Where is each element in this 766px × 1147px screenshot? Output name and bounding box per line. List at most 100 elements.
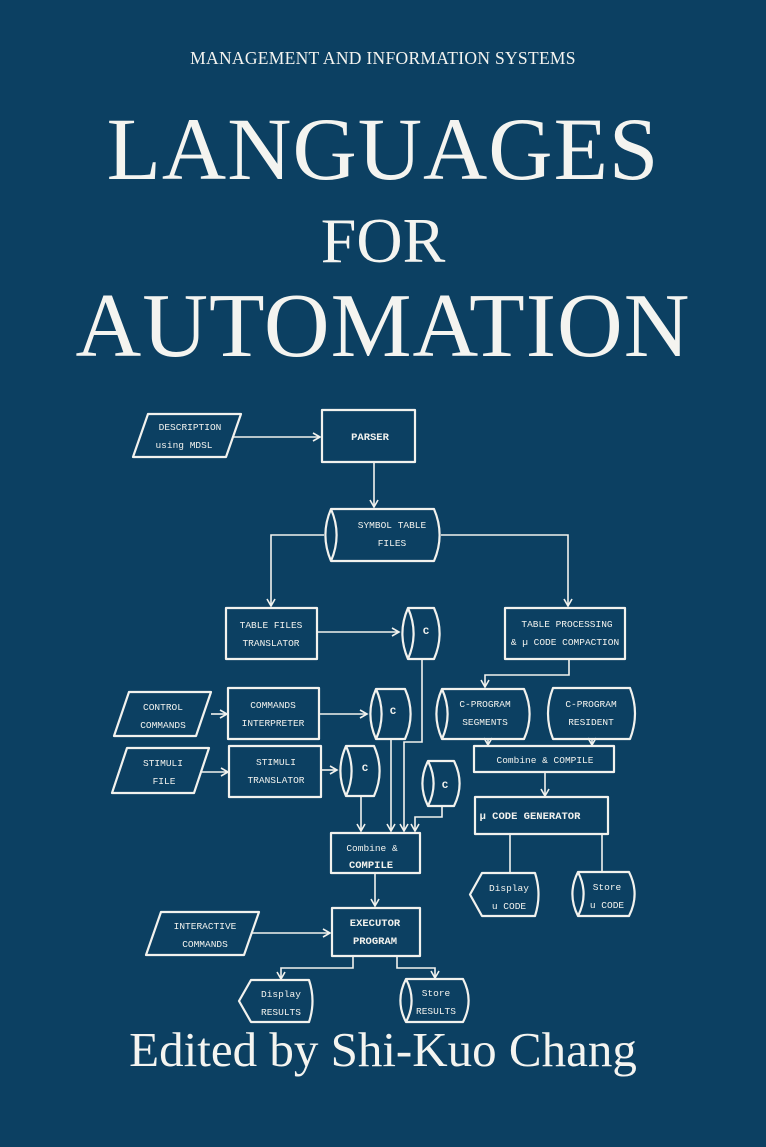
node-text: COMMANDS (182, 939, 228, 950)
node-text: Display (261, 989, 301, 1000)
node-text: Store (593, 882, 622, 893)
node-text: EXECUTOR (350, 918, 401, 930)
process-box (226, 686, 321, 741)
process-box (227, 744, 323, 799)
node-combine-compile-right: Combine & COMPILE (472, 744, 616, 774)
node-commands-interpreter: COMMANDS INTERPRETER (226, 686, 321, 741)
node-store-results: Store RESULTS (399, 977, 470, 1024)
node-text: SEGMENTS (462, 717, 508, 728)
storage-shape (369, 687, 412, 741)
process-box (329, 831, 422, 875)
node-text: Store (422, 988, 451, 999)
storage-shape (324, 507, 441, 563)
process-box (224, 606, 319, 661)
node-text: Combine & (346, 843, 398, 854)
arrow-executor-store (396, 956, 440, 980)
node-text: STIMULI (143, 758, 183, 769)
node-combine-compile-left: Combine & COMPILE (329, 831, 422, 875)
node-text: TRANSLATOR (242, 638, 299, 649)
node-text: using MDSL (155, 440, 212, 451)
node-c-program-resident: C-PROGRAM RESIDENT (546, 686, 637, 741)
node-c-program-segments: C-PROGRAM SEGMENTS (435, 687, 531, 741)
node-text: Combine & COMPILE (497, 755, 594, 766)
display-shape (468, 871, 540, 918)
node-text: CONTROL (143, 702, 183, 713)
title-line-1: LANGUAGES (106, 101, 660, 199)
node-text: C-PROGRAM (565, 699, 617, 710)
arrow-tpc-segments (480, 659, 570, 689)
input-shape (144, 910, 261, 957)
node-text: & µ CODE COMPACTION (511, 637, 619, 648)
node-text: RESULTS (261, 1007, 301, 1018)
process-box (503, 606, 627, 661)
storage-shape (571, 870, 636, 918)
node-text: C (423, 626, 430, 638)
storage-shape (421, 759, 461, 808)
node-table-files-translator: TABLE FILES TRANSLATOR (224, 606, 319, 661)
node-c-1: C (401, 606, 441, 661)
node-text: COMPILE (349, 860, 393, 872)
node-text: FILES (378, 538, 407, 549)
node-text: DESCRIPTION (159, 422, 222, 433)
editor-credit: Edited by Shi-Kuo Chang (129, 1022, 637, 1077)
node-text: C (442, 780, 449, 792)
node-stimuli-file: STIMULI FILE (110, 746, 211, 795)
storage-shape (401, 606, 441, 661)
node-stimuli-translator: STIMULI TRANSLATOR (227, 744, 323, 799)
node-text: C-PROGRAM (459, 699, 511, 710)
node-store-ucode: Store u CODE (571, 870, 636, 918)
storage-shape (435, 687, 531, 741)
node-text: RESIDENT (568, 717, 614, 728)
node-text: PARSER (351, 432, 390, 444)
input-shape (131, 412, 243, 459)
node-text: COMMANDS (140, 720, 186, 731)
node-text: RESULTS (416, 1006, 456, 1017)
node-text: COMMANDS (250, 700, 296, 711)
title-line-2: FOR (320, 205, 446, 276)
node-parser: PARSER (320, 408, 417, 464)
node-text: TABLE FILES (240, 620, 303, 631)
node-c-3: C (339, 744, 381, 798)
node-symbol-table: SYMBOL TABLE FILES (324, 507, 441, 563)
series-title: MANAGEMENT AND INFORMATION SYSTEMS (190, 48, 576, 68)
node-text: TABLE PROCESSING (521, 619, 613, 630)
node-text: C (362, 763, 369, 775)
node-text: PROGRAM (353, 936, 397, 948)
node-text: TRANSLATOR (247, 775, 304, 786)
node-text: STIMULI (256, 757, 296, 768)
resident-shape (546, 686, 637, 741)
node-c-2: C (369, 687, 412, 741)
process-box (320, 408, 417, 464)
storage-shape (339, 744, 381, 798)
node-c-4: C (421, 759, 461, 808)
node-text: µ CODE GENERATOR (480, 811, 582, 823)
arrow-symbol-tft (266, 534, 324, 608)
node-text: SYMBOL TABLE (358, 520, 427, 531)
node-description: DESCRIPTION using MDSL (131, 412, 243, 459)
title-line-3: AUTOMATION (75, 275, 691, 376)
input-shape (112, 690, 213, 738)
process-box (473, 795, 610, 836)
arrow-executor-display (276, 956, 354, 981)
node-text: C (390, 706, 397, 718)
node-text: INTERACTIVE (174, 921, 237, 932)
node-ucode-generator: µ CODE GENERATOR (473, 795, 610, 836)
node-text: Display (489, 883, 529, 894)
input-shape (110, 746, 211, 795)
node-display-results: Display RESULTS (237, 978, 314, 1024)
storage-shape (399, 977, 470, 1024)
node-text: INTERPRETER (242, 718, 305, 729)
arrow-c1-combine (399, 659, 423, 833)
node-table-processing: TABLE PROCESSING & µ CODE COMPACTION (503, 606, 627, 661)
connectors (202, 432, 603, 981)
node-control-commands: CONTROL COMMANDS (112, 690, 213, 738)
node-text: FILE (153, 776, 176, 787)
display-shape (237, 978, 314, 1024)
node-interactive-commands: INTERACTIVE COMMANDS (144, 910, 261, 957)
node-executor-program: EXECUTOR PROGRAM (330, 906, 422, 958)
node-text: u CODE (492, 901, 527, 912)
process-box (472, 744, 616, 774)
arrow-symbol-tpc (441, 534, 573, 608)
